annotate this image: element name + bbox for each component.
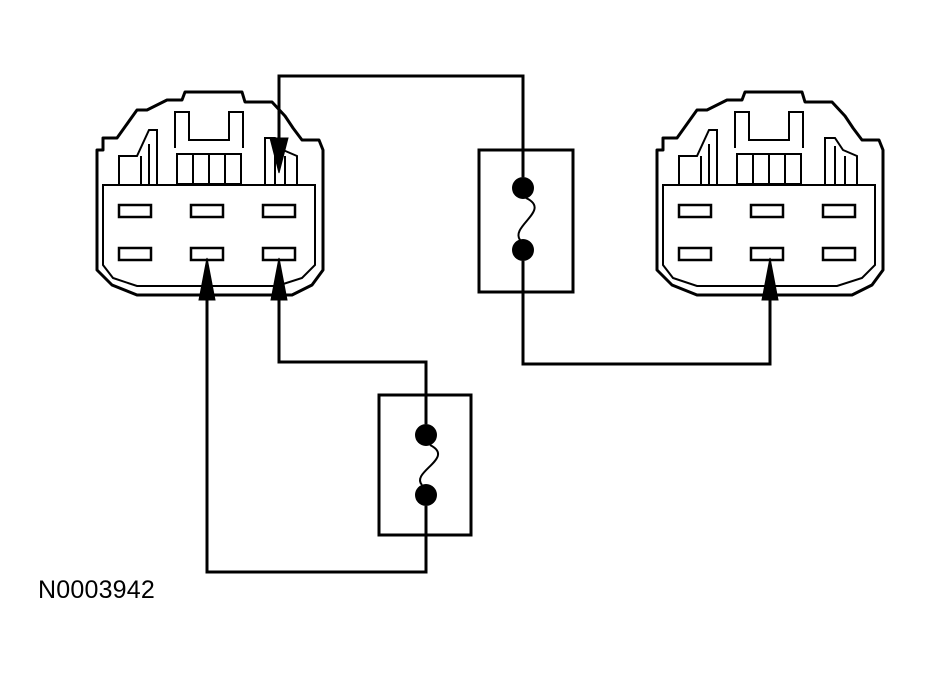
jumper-upper — [477, 148, 575, 294]
connector-left — [95, 90, 325, 297]
wire-lower-jumper-to-left-pin — [277, 290, 428, 424]
arrow-right-pin — [761, 257, 779, 301]
arrow-left-middle-pin — [198, 257, 216, 301]
jumper-lower-terminal-bottom — [415, 484, 437, 506]
figure-reference-id: N0003942 — [38, 576, 155, 604]
jumper-upper-terminal-top — [512, 177, 534, 199]
wire-upper-jumper-to-right-pin — [521, 261, 772, 366]
wires — [205, 74, 772, 574]
jumper-upper-terminal-bottom — [512, 239, 534, 261]
arrow-left-right-pin — [270, 257, 288, 301]
wire-lower-jumper-to-left-middle-pin — [205, 290, 428, 574]
wire-upper-jumper-to-left-top-pin — [277, 74, 525, 177]
arrow-left-top-pin — [269, 137, 289, 174]
arrowheads — [198, 137, 779, 301]
jumper-lower-terminal-top — [415, 424, 437, 446]
